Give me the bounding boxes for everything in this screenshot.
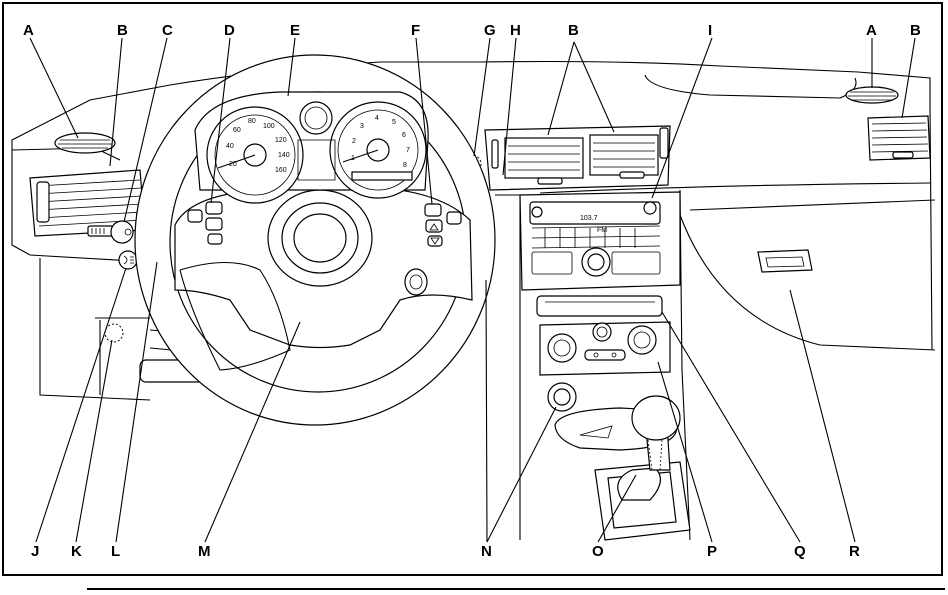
callouts-top: A B C D E F G H B I A B (23, 22, 921, 39)
svg-text:7: 7 (406, 147, 410, 154)
radio-band: FM (597, 227, 607, 234)
fog-lamp-button (118, 250, 138, 270)
svg-text:140: 140 (278, 152, 290, 159)
callouts-bottom: J K L M N O P Q R (31, 543, 860, 560)
svg-text:80: 80 (248, 118, 256, 125)
left-defrost-vent (54, 132, 116, 154)
svg-text:100: 100 (263, 123, 275, 130)
callout-a-left: A (23, 22, 34, 39)
leader-lines (29, 37, 916, 543)
headlamp-switch (87, 220, 134, 244)
glove-box (757, 249, 813, 273)
right-wheel-controls (424, 203, 462, 247)
callout-c: C (162, 22, 173, 39)
power-outlet (547, 382, 577, 412)
climate-controls (539, 321, 671, 376)
callout-m: M (198, 543, 211, 560)
callout-q: Q (794, 543, 806, 560)
svg-text:3: 3 (360, 123, 364, 130)
right-defrost-vent (845, 86, 899, 104)
svg-text:120: 120 (275, 137, 287, 144)
svg-text:1: 1 (351, 155, 355, 162)
svg-text:160: 160 (275, 167, 287, 174)
callout-d: D (224, 22, 235, 39)
callout-p: P (707, 543, 717, 560)
radio-frequency: 103.7 (580, 215, 598, 222)
callout-r: R (849, 543, 860, 560)
svg-text:5: 5 (392, 119, 396, 126)
callout-f: F (411, 22, 420, 39)
center-stack: 103.7 FM (495, 189, 691, 541)
gear-shifter (554, 395, 691, 541)
center-air-vents (484, 125, 671, 191)
svg-text:4: 4 (375, 115, 379, 122)
svg-text:40: 40 (226, 143, 234, 150)
left-air-vent (29, 169, 146, 237)
callout-b-left: B (117, 22, 128, 39)
callout-o: O (592, 543, 604, 560)
right-air-vent (867, 115, 931, 161)
callout-h: H (510, 22, 521, 39)
callout-l: L (111, 543, 120, 560)
bottom-rule (87, 588, 945, 590)
callout-k: K (71, 543, 82, 560)
callout-j: J (31, 543, 39, 560)
instrument-cluster: 20 40 60 80 100 120 140 160 1 2 3 4 5 6 … (194, 91, 429, 204)
callout-b-center: B (568, 22, 579, 39)
svg-text:2: 2 (352, 138, 356, 145)
dashboard-outline (11, 60, 936, 401)
svg-text:60: 60 (233, 127, 241, 134)
callout-g: G (484, 22, 496, 39)
callout-n: N (481, 543, 492, 560)
callout-a-right: A (866, 22, 877, 39)
svg-text:6: 6 (402, 132, 406, 139)
left-wheel-controls (187, 201, 223, 245)
svg-text:20: 20 (229, 161, 237, 168)
hidden-control-k (104, 323, 124, 343)
callout-e: E (290, 22, 300, 39)
svg-text:8: 8 (403, 162, 407, 169)
callout-i: I (708, 22, 712, 39)
callout-b-right: B (910, 22, 921, 39)
